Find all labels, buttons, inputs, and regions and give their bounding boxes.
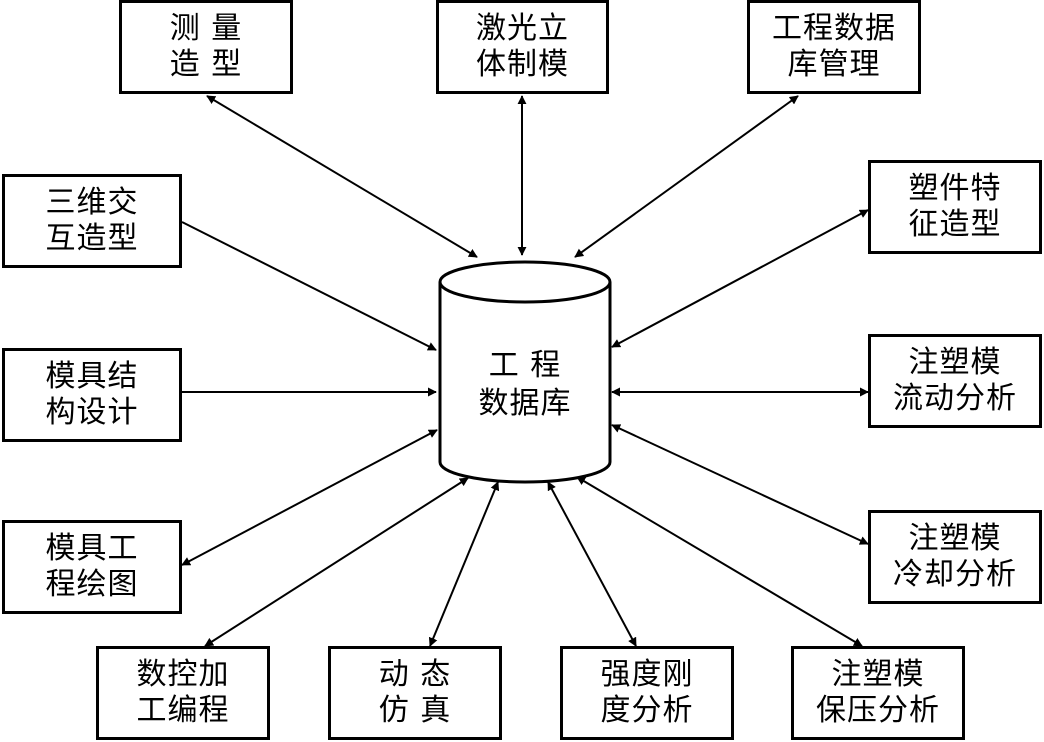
module-label-line2: 构设计 bbox=[45, 395, 139, 430]
module-label-line1: 塑件特 bbox=[908, 171, 1002, 206]
module-label-line2: 仿 真 bbox=[378, 693, 452, 728]
module-label-line1: 三维交 bbox=[45, 185, 139, 220]
module-mold-structure-design: 模具结 构设计 bbox=[2, 348, 182, 442]
module-packing-pressure-analysis: 注塑模 保压分析 bbox=[791, 646, 965, 740]
module-nc-programming: 数控加 工编程 bbox=[96, 646, 270, 740]
database-label-line1: 工 程 bbox=[488, 348, 562, 383]
module-flow-analysis: 注塑模 流动分析 bbox=[868, 334, 1042, 428]
database-label: 工 程 数据库 bbox=[440, 340, 610, 430]
database-cylinder bbox=[438, 260, 612, 484]
arrow-measure bbox=[206, 95, 478, 258]
module-feature-modeling: 塑件特 征造型 bbox=[868, 160, 1042, 254]
module-label-line2: 冷却分析 bbox=[893, 557, 1017, 592]
module-mold-drawing: 模具工 程绘图 bbox=[2, 520, 182, 614]
module-measure-modeling: 测 量 造 型 bbox=[119, 0, 293, 94]
module-label-line1: 测 量 bbox=[169, 11, 243, 46]
module-label-line1: 动 态 bbox=[378, 657, 452, 692]
module-label-line1: 模具工 bbox=[45, 531, 139, 566]
arrow-interactive[interactable] bbox=[181, 221, 437, 351]
module-label-line1: 工程数据 bbox=[772, 11, 896, 46]
arrow-simulation bbox=[428, 481, 500, 647]
arrow-drawing bbox=[181, 429, 438, 566]
module-label-line2: 度分析 bbox=[600, 693, 694, 728]
module-label-line1: 注塑模 bbox=[831, 657, 925, 692]
arrow-nc bbox=[204, 477, 469, 647]
database-label-line2: 数据库 bbox=[478, 386, 572, 421]
module-label-line2: 造 型 bbox=[169, 47, 243, 82]
module-label-line1: 数控加 bbox=[136, 657, 230, 692]
module-label-line1: 注塑模 bbox=[908, 521, 1002, 556]
module-label-line2: 工编程 bbox=[136, 693, 230, 728]
module-label-line1: 强度刚 bbox=[600, 657, 694, 692]
module-engineering-db-management: 工程数据 库管理 bbox=[747, 0, 921, 94]
module-label-line2: 互造型 bbox=[45, 221, 139, 256]
module-label-line2: 程绘图 bbox=[45, 567, 139, 602]
module-label-line2: 库管理 bbox=[787, 47, 881, 82]
module-cooling-analysis: 注塑模 冷却分析 bbox=[868, 510, 1042, 604]
arrow-pressure bbox=[576, 476, 863, 647]
module-strength-stiffness-analysis: 强度刚 度分析 bbox=[560, 646, 734, 740]
module-label-line1: 模具结 bbox=[45, 359, 139, 394]
module-dynamic-simulation: 动 态 仿 真 bbox=[328, 646, 502, 740]
module-label-line2: 保压分析 bbox=[816, 693, 940, 728]
module-laser-prototyping: 激光立 体制模 bbox=[436, 0, 609, 94]
module-label-line1: 注塑模 bbox=[908, 345, 1002, 380]
arrow-cooling bbox=[611, 424, 869, 545]
module-label-line1: 激光立 bbox=[476, 11, 569, 46]
module-label-line2: 体制模 bbox=[476, 47, 569, 82]
module-label-line2: 流动分析 bbox=[893, 381, 1017, 416]
arrow-strength bbox=[547, 481, 637, 647]
arrow-feature bbox=[611, 209, 869, 348]
module-label-line2: 征造型 bbox=[908, 207, 1002, 242]
module-3d-interactive-modeling: 三维交 互造型 bbox=[2, 174, 182, 268]
arrow-engdb bbox=[574, 95, 799, 258]
